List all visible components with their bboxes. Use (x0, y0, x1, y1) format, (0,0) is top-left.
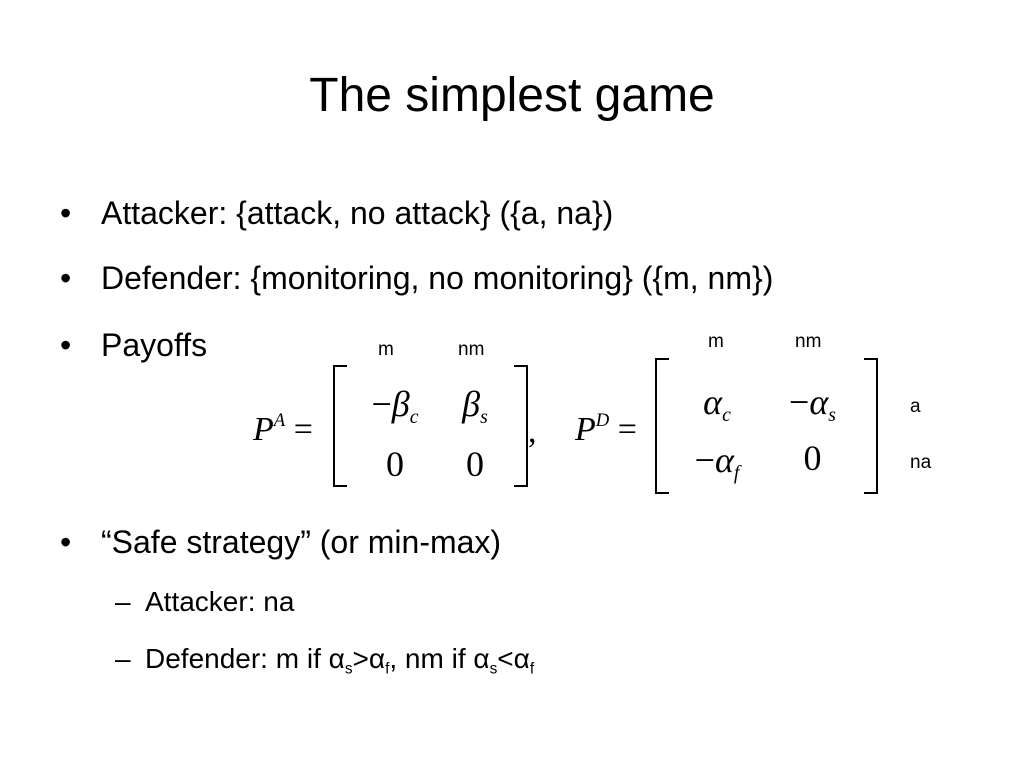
matrix-separator: , (528, 413, 537, 450)
text-middle: , nm if (389, 643, 474, 674)
subscript-f: f (529, 660, 535, 678)
bullet-marker: • (60, 327, 72, 363)
matrix-cell: 0 (386, 444, 404, 484)
text-prefix: Defender: m if (145, 643, 329, 674)
alpha-symbol: α (513, 643, 530, 674)
column-label-nm: nm (795, 331, 822, 352)
bullet-marker: • (60, 524, 72, 560)
matrix-cell: −αs (789, 382, 836, 426)
subscript-s: s (489, 660, 498, 678)
matrix-cell: 0 (803, 438, 822, 478)
bullet-marker: • (60, 195, 72, 231)
column-label-m: m (378, 339, 394, 360)
subscript-f: f (385, 660, 390, 678)
alpha-symbol: α (328, 643, 345, 674)
greater-than: > (352, 643, 369, 674)
row-label-na: na (910, 452, 932, 473)
subscript-s: s (344, 660, 353, 678)
less-than: < (497, 643, 514, 674)
bullet-text: Attacker: {attack, no attack} ({a, na}) (101, 195, 614, 231)
bullet-marker: • (60, 260, 72, 296)
alpha-symbol: α (473, 643, 490, 674)
matrix-cell: −αf (694, 440, 740, 484)
column-label-nm: nm (458, 339, 485, 360)
bullet-text: Defender: {monitoring, no monitoring} ({… (101, 260, 774, 296)
sub-bullet-marker: – (115, 586, 131, 617)
bullet-text: “Safe strategy” (or min-max) (101, 524, 502, 560)
matrix-name-defender: PD = (575, 409, 637, 448)
matrix-name-attacker: PA = (253, 409, 313, 448)
right-bracket (514, 365, 528, 487)
column-label-m: m (708, 331, 724, 352)
right-bracket (864, 358, 878, 494)
sub-bullet-marker: – (115, 643, 131, 674)
alpha-symbol: α (368, 643, 386, 674)
row-label-a: a (910, 396, 921, 417)
left-bracket (655, 358, 669, 494)
left-bracket (333, 365, 347, 487)
slide-title: The simplest game (309, 69, 715, 122)
matrix-cell: −βc (371, 384, 419, 428)
matrix-cell: 0 (466, 444, 484, 484)
sub-bullet-text: Defender: m if αs>αf, nm if αs<αf (145, 641, 534, 677)
bullet-text: Payoffs (101, 327, 208, 363)
sub-bullet-text: Attacker: na (145, 586, 295, 617)
matrix-cell: βs (462, 384, 488, 428)
matrix-cell: αc (703, 382, 731, 426)
